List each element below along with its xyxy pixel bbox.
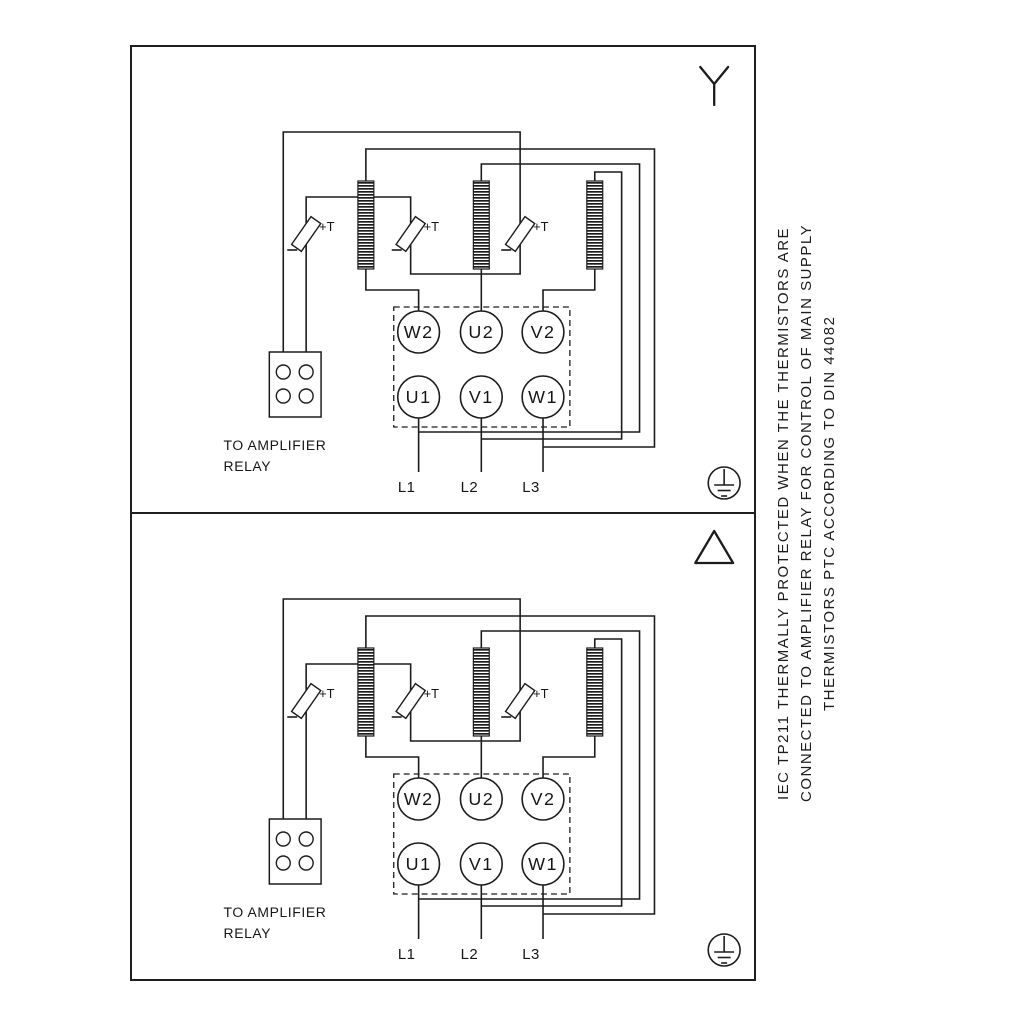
side-note-line-3: THERMISTORS PTC ACCORDING TO DIN 44082 <box>821 315 838 711</box>
thermistor-label: +T <box>319 686 335 701</box>
side-note: IEC TP211 THERMALLY PROTECTED WHEN THE T… <box>772 45 841 981</box>
terminal-label-u1: U1 <box>406 854 432 874</box>
terminal-label-u2: U2 <box>468 789 494 809</box>
motor-wiring-layout <box>268 598 741 967</box>
side-note-line-1: IEC TP211 THERMALLY PROTECTED WHEN THE T… <box>775 226 792 800</box>
terminal-label-w1: W1 <box>528 854 558 874</box>
relay-caption-line2: RELAY <box>224 458 272 474</box>
terminal-label-v1: V1 <box>469 387 494 407</box>
supply-label-l2: L2 <box>461 479 479 496</box>
supply-label-l3: L3 <box>522 946 540 963</box>
thermistor-label: +T <box>319 219 335 234</box>
supply-label-l1: L1 <box>398 946 416 963</box>
relay-caption-line1: TO AMPLIFIER <box>224 904 327 920</box>
thermistor-label: +T <box>533 219 549 234</box>
supply-label-l1: L1 <box>398 479 416 496</box>
supply-label-l3: L3 <box>522 479 540 496</box>
delta-connection-panel: W2 U2 V2 U1 V1 W1 +T +T +T L1 L2 L3 TO A… <box>132 514 754 979</box>
star-symbol-icon <box>699 65 730 107</box>
diagram-frame: W2 U2 V2 U1 V1 W1 +T +T +T L1 L2 L3 TO A… <box>130 45 756 981</box>
terminal-label-u2: U2 <box>468 322 494 342</box>
relay-caption-line2: RELAY <box>224 925 272 941</box>
terminal-label-w2: W2 <box>404 789 434 809</box>
thermistor-label: +T <box>533 686 549 701</box>
supply-label-l2: L2 <box>461 946 479 963</box>
delta-symbol-icon <box>694 529 735 565</box>
thermistor-label: +T <box>424 686 440 701</box>
star-connection-panel: W2 U2 V2 U1 V1 W1 +T +T +T L1 L2 L3 TO A… <box>132 47 754 514</box>
terminal-label-v2: V2 <box>531 322 556 342</box>
side-note-text: IEC TP211 THERMALLY PROTECTED WHEN THE T… <box>772 45 841 981</box>
terminal-label-v2: V2 <box>531 789 556 809</box>
motor-wiring-layout <box>268 131 741 500</box>
terminal-label-w2: W2 <box>404 322 434 342</box>
terminal-label-v1: V1 <box>469 854 494 874</box>
relay-caption-line1: TO AMPLIFIER <box>224 437 327 453</box>
side-note-line-2: CONNECTED TO AMPLIFIER RELAY FOR CONTROL… <box>798 223 815 803</box>
terminal-label-u1: U1 <box>406 387 432 407</box>
thermistor-label: +T <box>424 219 440 234</box>
terminal-label-w1: W1 <box>528 387 558 407</box>
